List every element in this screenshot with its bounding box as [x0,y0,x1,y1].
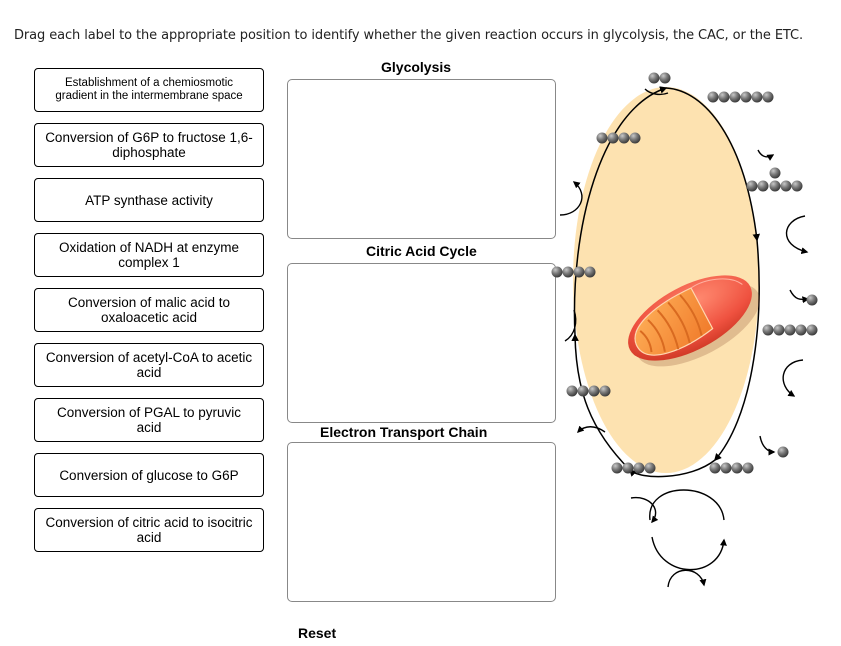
draggable-label-glucose-to-g6p[interactable]: Conversion of glucose to G6P [34,453,264,497]
citric-acid-cycle-diagram [551,72,818,588]
zone-title-glycolysis: Glycolysis [381,59,452,75]
drop-zone-glycolysis[interactable] [287,79,556,239]
draggable-label-pgal-to-pyruvic[interactable]: Conversion of PGAL to pyruvic acid [34,398,264,442]
drop-zone-citric-acid-cycle[interactable] [287,263,556,423]
side-arrows [559,88,810,588]
zone-title-electron-transport-chain: Electron Transport Chain [320,424,488,440]
reset-button[interactable]: Reset [298,625,337,641]
molecule-chains [551,72,818,474]
mitochondrion-illustration [628,275,760,367]
draggable-label-acetylcoa-to-acetic[interactable]: Conversion of acetyl-CoA to acetic acid [34,343,264,387]
draggable-label-nadh-oxidation[interactable]: Oxidation of NADH at enzyme complex 1 [34,233,264,277]
draggable-label-g6p-to-fructose[interactable]: Conversion of G6P to fructose 1,6-diphos… [34,123,264,167]
draggable-label-citric-to-isocitric[interactable]: Conversion of citric acid to isocitric a… [34,508,264,552]
instructions-text: Drag each label to the appropriate posit… [14,28,804,43]
draggable-label-malic-to-oxaloacetic[interactable]: Conversion of malic acid to oxaloacetic … [34,288,264,332]
draggable-label-atp-synthase[interactable]: ATP synthase activity [34,178,264,222]
draggable-label-chemiosmotic-gradient[interactable]: Establishment of a chemiosmotic gradient… [34,68,264,112]
drop-zone-electron-transport-chain[interactable] [287,442,556,602]
zone-title-citric-acid-cycle: Citric Acid Cycle [366,243,477,259]
cycle-oval [571,86,761,478]
